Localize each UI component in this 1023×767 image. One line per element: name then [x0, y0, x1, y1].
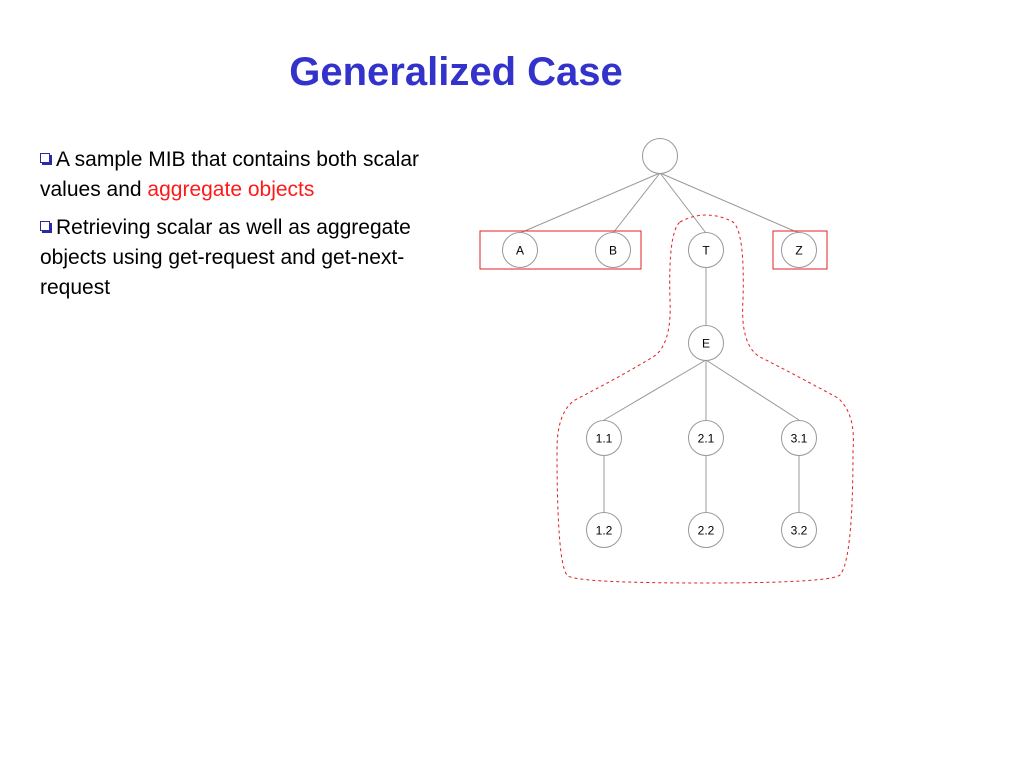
- bullet-text: A sample MIB that contains both scalar v…: [40, 148, 420, 201]
- bullet-list: A sample MIB that contains both scalar v…: [40, 145, 450, 311]
- tree-node-label: 3.1: [791, 432, 808, 446]
- scalar-group-box-z: [772, 230, 828, 270]
- tree-nodes: A B T Z E 1.1 2.1 3.1 1.2 2.2 3.2: [502, 138, 817, 548]
- tree-node-2-1: [688, 420, 724, 456]
- tree-node-label: 1.1: [596, 432, 613, 446]
- tree-node-3-2: [781, 512, 817, 548]
- tree-node-label: 1.2: [596, 524, 613, 538]
- tree-node-a: [502, 232, 538, 268]
- tree-node-b: [595, 232, 631, 268]
- tree-node-z: [781, 232, 817, 268]
- tree-node-label: E: [702, 337, 710, 351]
- tree-node-e: [688, 325, 724, 361]
- edge-root-b: [612, 172, 661, 234]
- bullet-text: Retrieving scalar as well as aggregate o…: [40, 216, 411, 299]
- tree-node-label: 2.2: [698, 524, 715, 538]
- edge-e-11: [603, 359, 707, 421]
- tree-node-t: [688, 232, 724, 268]
- tree-node-label: Z: [795, 244, 802, 258]
- edge-root-t: [659, 172, 707, 234]
- checkbox-bullet-icon: [40, 153, 50, 163]
- tree-edges: [519, 172, 800, 512]
- tree-node-root: [642, 138, 678, 174]
- tree-node-label: 3.2: [791, 524, 808, 538]
- edge-root-a: [519, 172, 661, 234]
- tree-node-1-2: [586, 512, 622, 548]
- scalar-group-box-ab: [479, 230, 642, 270]
- tree-node-3-1: [781, 420, 817, 456]
- tree-node-label: B: [609, 244, 617, 258]
- tree-node-1-1: [586, 420, 622, 456]
- tree-node-label: T: [702, 244, 710, 258]
- tree-node-label: 2.1: [698, 432, 715, 446]
- tree-node-label: A: [516, 244, 524, 258]
- bullet-item: A sample MIB that contains both scalar v…: [40, 145, 450, 205]
- slide-title: Generalized Case: [289, 50, 623, 94]
- bullet-item: Retrieving scalar as well as aggregate o…: [40, 213, 450, 303]
- tree-node-2-2: [688, 512, 724, 548]
- checkbox-bullet-icon: [40, 221, 50, 231]
- edge-e-31: [705, 359, 800, 421]
- edge-root-z: [659, 172, 800, 234]
- bullet-highlight: aggregate objects: [147, 178, 315, 201]
- aggregate-dashed-outline: [556, 214, 854, 584]
